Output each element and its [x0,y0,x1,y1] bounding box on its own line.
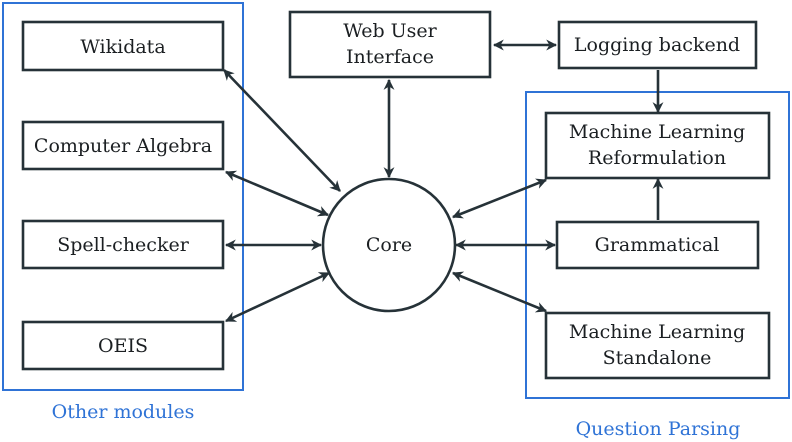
node-oeis-box [21,320,225,371]
node-logging-box [557,20,758,70]
node-grammatical-label: Grammatical [595,234,720,256]
node-grammatical: Grammatical [555,220,760,270]
node-ml-reformulation-label-line2: Reformulation [588,147,726,169]
node-grammatical-box [555,220,760,270]
node-core-label: Core [366,234,412,256]
node-wikidata: Wikidata [21,20,225,72]
edges [223,39,664,323]
node-spell-checker-box [21,219,225,270]
node-web-ui-box [288,10,492,79]
node-oeis: OEIS [21,320,225,371]
node-ml-reformulation: Machine Learning Reformulation [544,111,771,180]
node-web-ui: Web User Interface [288,10,492,79]
node-logging-label: Logging backend [574,34,740,56]
node-core-circle [321,177,457,313]
edge-core-wikidata [223,69,341,192]
group-question-parsing-label: Question Parsing [576,418,741,440]
node-ml-standalone-label-line1: Machine Learning [569,321,745,343]
node-oeis-label: OEIS [98,335,148,357]
group-other-modules-label: Other modules [52,401,195,423]
node-spell-checker-label: Spell-checker [57,234,190,256]
node-logging: Logging backend [557,20,758,70]
node-spell-checker: Spell-checker [21,219,225,270]
node-ml-standalone-label-line2: Standalone [603,347,712,369]
node-computer-algebra-box [21,120,225,171]
node-core: Core [321,177,457,313]
node-ml-reformulation-label-line1: Machine Learning [569,121,745,143]
node-computer-algebra-label: Computer Algebra [34,135,212,157]
node-computer-algebra: Computer Algebra [21,120,225,171]
edge-core-oeis [225,271,330,323]
node-ml-reformulation-box [544,111,771,180]
edge-core-ml-standalone [451,271,548,313]
node-web-ui-label-line1: Web User [343,20,437,42]
node-wikidata-box [21,20,225,72]
edge-core-computer-algebra [224,170,330,217]
edge-core-ml-reformulation [451,178,548,219]
node-ml-standalone-box [544,311,771,380]
node-wikidata-label: Wikidata [80,36,165,58]
node-web-ui-label-line2: Interface [346,46,434,68]
node-ml-standalone: Machine Learning Standalone [544,311,771,380]
